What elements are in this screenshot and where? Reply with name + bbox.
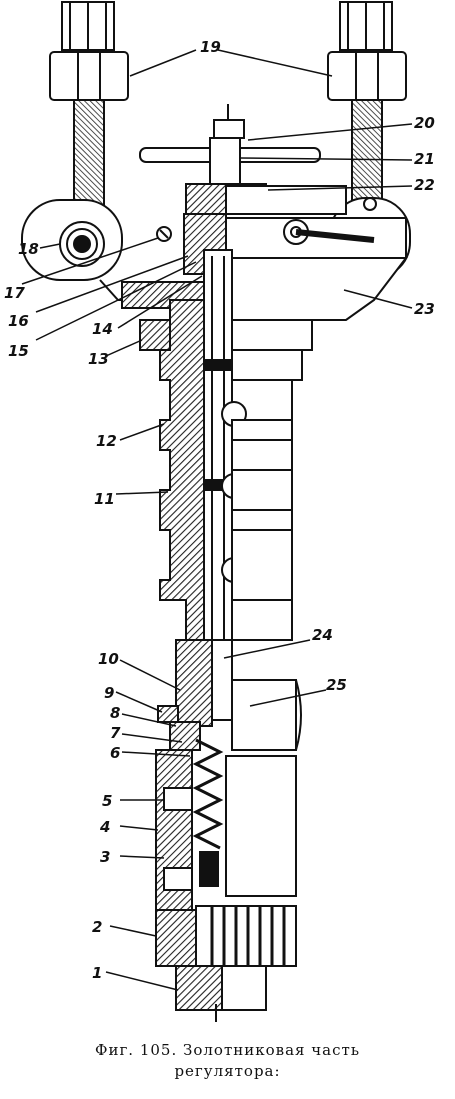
label-10: 10 xyxy=(98,650,119,668)
insert-3 xyxy=(163,867,193,891)
caption-line-2: регулятора: xyxy=(174,1062,281,1080)
label-16: 16 xyxy=(8,312,29,330)
label-3: 3 xyxy=(100,848,110,866)
housing-23 xyxy=(225,257,409,321)
housing-lower xyxy=(225,755,297,897)
label-14: 14 xyxy=(92,320,113,338)
left-pipe xyxy=(73,99,105,211)
right-nut-lower xyxy=(327,51,407,101)
spring-seat-8 xyxy=(169,721,201,751)
label-20: 20 xyxy=(414,114,435,132)
label-25: 25 xyxy=(326,676,347,694)
label-17: 17 xyxy=(4,284,25,302)
regulator-spool-diagram: 19 20 21 22 18 17 16 15 14 13 23 12 11 2… xyxy=(4,1,435,1022)
top-screw-20 xyxy=(213,119,245,139)
label-1: 1 xyxy=(92,964,102,982)
label-15: 15 xyxy=(8,342,29,360)
spring-6 xyxy=(192,738,224,850)
spool-rod-12 xyxy=(203,249,233,671)
label-7: 7 xyxy=(110,724,121,742)
leader-lines xyxy=(21,49,413,991)
label-13: 13 xyxy=(88,350,109,368)
label-9: 9 xyxy=(104,684,114,702)
figure-caption: Фиг. 105. Золотниковая часть регулятора: xyxy=(0,1040,455,1082)
link-rod xyxy=(225,217,407,259)
lower-assembly xyxy=(155,639,302,1022)
valve-body-11 xyxy=(159,299,213,641)
right-pipe xyxy=(351,99,383,211)
caption-line-1: Фиг. 105. Золотниковая часть xyxy=(95,1041,360,1059)
nut-2 xyxy=(155,909,197,967)
label-24: 24 xyxy=(312,626,333,644)
part-labels: 19 20 21 22 18 17 16 15 14 13 23 12 11 2… xyxy=(4,38,435,982)
label-22: 22 xyxy=(414,176,435,194)
label-12: 12 xyxy=(96,432,117,450)
left-pipe-assembly xyxy=(21,1,300,301)
label-19: 19 xyxy=(200,38,221,56)
label-8: 8 xyxy=(110,704,120,722)
plunger-5 xyxy=(163,787,193,811)
ring-9 xyxy=(157,705,179,723)
left-nut-lower xyxy=(49,51,129,101)
label-4: 4 xyxy=(99,818,110,836)
label-6: 6 xyxy=(110,744,120,762)
label-11: 11 xyxy=(94,490,115,508)
label-2: 2 xyxy=(92,918,102,936)
bushing-24 xyxy=(211,639,233,721)
spool-body xyxy=(159,249,313,671)
label-23: 23 xyxy=(414,300,435,318)
label-18: 18 xyxy=(18,240,39,258)
sleeve-10 xyxy=(175,639,213,727)
label-5: 5 xyxy=(102,792,112,810)
label-21: 21 xyxy=(414,150,435,168)
